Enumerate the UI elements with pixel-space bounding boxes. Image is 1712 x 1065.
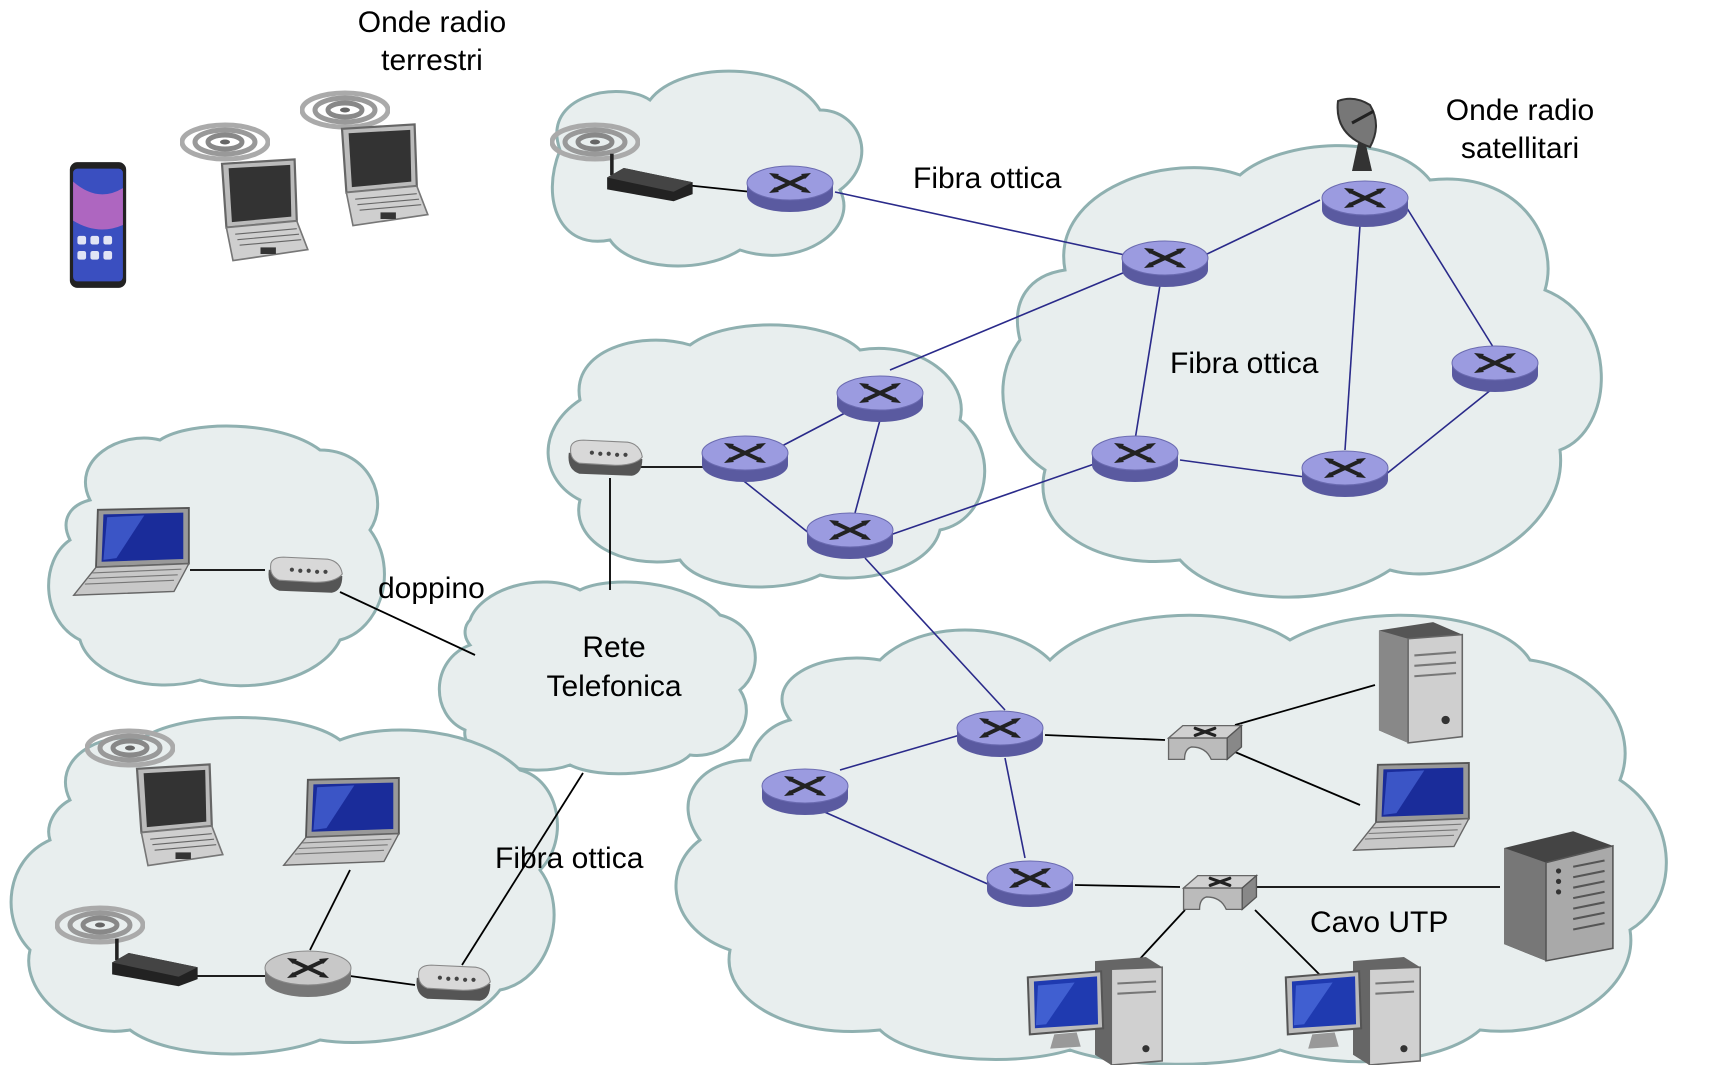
smartphone-icon <box>69 162 127 288</box>
labels: Onde radio terrestri Onde radio satellit… <box>358 6 1594 939</box>
fiber-core-label: Fibra ottica <box>1170 347 1319 380</box>
laptop-icon <box>220 158 309 262</box>
fiber-top-label: Fibra ottica <box>913 162 1062 195</box>
server-icon <box>1503 830 1614 962</box>
router-icon <box>1450 345 1540 394</box>
router-icon <box>1300 450 1390 499</box>
cloud-home-network <box>9 716 559 1056</box>
router-icon <box>760 768 850 817</box>
cloud-top-access <box>550 69 864 268</box>
router-icon <box>805 512 895 561</box>
utp-cable-label: Cavo UTP <box>1310 906 1448 939</box>
terrestrial-radio-label-line1: Onde radio <box>358 6 506 39</box>
modem-icon <box>567 439 643 477</box>
wifi-waves-icon <box>57 908 143 942</box>
router-icon <box>1090 435 1180 484</box>
modem-icon <box>267 556 343 594</box>
router-icon <box>700 435 790 484</box>
wifi-waves-icon <box>87 731 173 765</box>
laptop-icon <box>135 763 224 867</box>
router-icon <box>263 950 353 999</box>
router-icon <box>955 710 1045 759</box>
satellite-radio-label-line1: Onde radio <box>1446 94 1594 127</box>
wifi-waves-icon <box>302 93 388 127</box>
server-icon <box>1377 621 1464 744</box>
modem-icon <box>415 964 491 1002</box>
cloud-enterprise <box>674 613 1668 1065</box>
laptop-icon <box>340 123 429 227</box>
terrestrial-radio-label-line2: terrestri <box>381 44 483 77</box>
fiber-bottom-label: Fibra ottica <box>495 842 644 875</box>
phone-network-label-line1: Rete <box>582 631 645 664</box>
wifi-waves-icon <box>182 125 268 159</box>
cloud-home-dsl <box>47 424 386 688</box>
phone-network-label-line2: Telefonica <box>546 670 681 703</box>
router-icon <box>985 860 1075 909</box>
router-icon <box>1320 180 1410 229</box>
twisted-pair-label: doppino <box>378 572 485 605</box>
satellite-radio-label-line2: satellitari <box>1461 132 1579 165</box>
wifi-waves-icon <box>552 125 638 159</box>
router-icon <box>745 165 835 214</box>
router-icon <box>835 375 925 424</box>
router-icon <box>1120 240 1210 289</box>
links <box>190 184 1500 986</box>
